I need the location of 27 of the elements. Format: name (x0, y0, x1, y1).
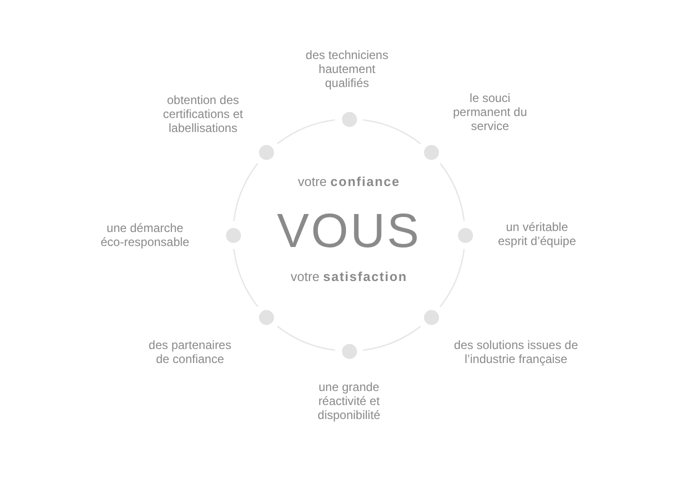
ring-dot (342, 344, 356, 358)
ring-dot (424, 145, 439, 160)
point-label: des partenaires de confiance (148, 338, 232, 366)
ring-dot (226, 228, 240, 242)
ring-arc (277, 326, 336, 351)
ring-arc (277, 119, 336, 144)
ring-dot (424, 310, 439, 325)
point-label: une démarche éco-responsable (100, 221, 190, 249)
point-label: obtention des certifications et labellisations (162, 93, 244, 135)
center-title: VOUS (276, 208, 422, 256)
center-caption: votre confiance (296, 173, 402, 190)
center-caption: votre satisfaction (290, 268, 408, 285)
ring-dot (259, 145, 274, 160)
ring-arc (440, 248, 465, 307)
ring-arc (233, 163, 258, 222)
point-label: une grande réactivité et disponibilité (316, 380, 382, 422)
ring-arc (362, 326, 421, 351)
point-label: un véritable esprit d’équipe (496, 220, 578, 248)
point-label: des solutions issues de l’industrie française (452, 338, 580, 366)
point-label: le souci permanent du service (452, 91, 528, 133)
ring-dot (458, 228, 472, 242)
ring-arc (440, 163, 465, 222)
ring-dot (259, 310, 274, 325)
point-label: des techniciens hautement qualifiés (304, 48, 390, 90)
ring-dot (342, 112, 356, 126)
ring-arc (233, 248, 258, 307)
ring-arc (362, 119, 421, 144)
